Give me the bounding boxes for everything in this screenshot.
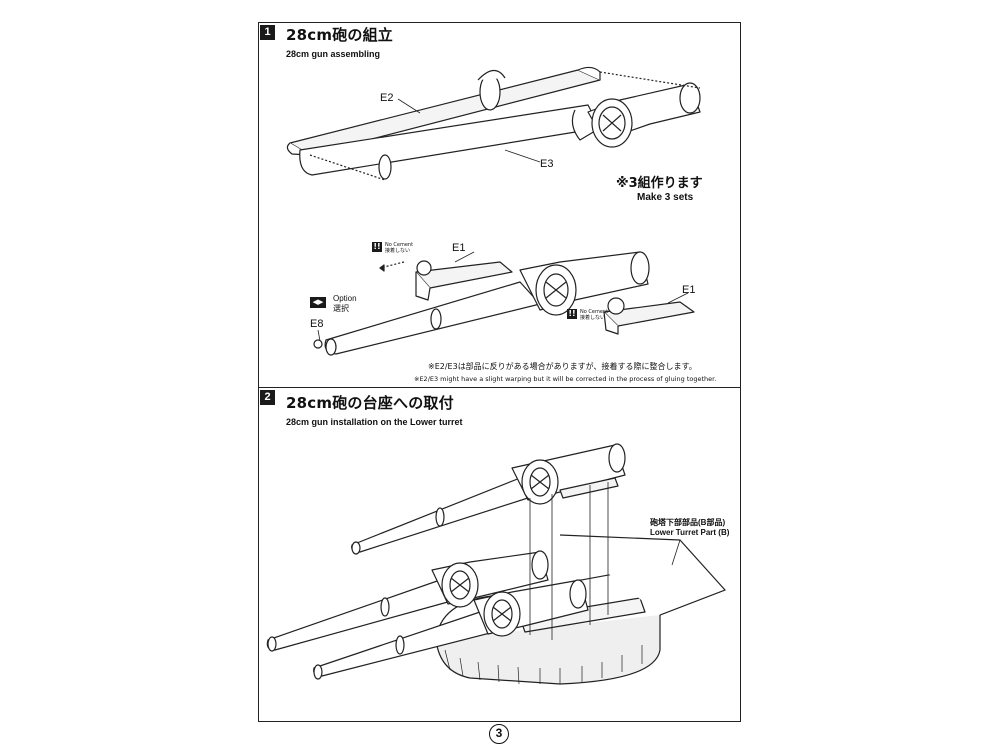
part-label-e2: E2 [380,92,394,104]
step-2-title: 28cm砲の台座への取付 [286,394,454,412]
step-1-number: 1 [260,25,275,40]
warning-icon: !! [372,242,382,252]
step-2-subtitle: 28cm gun installation on the Lower turre… [286,417,463,427]
step-2-number: 2 [260,390,275,405]
warning-icon: !! [567,309,577,319]
page-number: 3 [489,724,509,744]
option-icon: ◀▶ [310,297,326,308]
step-1-title: 28cm砲の組立 [286,26,393,44]
part-label-e8: E8 [310,318,324,330]
make-sets-jp: ※3組作ります [616,176,703,191]
instruction-frame [258,22,741,722]
warping-note-jp: ※E2/E3は部品に反りがある場合がありますが、接着する際に整合します。 [428,362,697,371]
step-divider [258,387,741,388]
make-sets-en: Make 3 sets [637,192,694,203]
step-1-subtitle: 28cm gun assembling [286,49,381,59]
lower-turret-part-label: 砲塔下部部品(B部品)Lower Turret Part (B) [650,518,730,537]
part-label-e1-right: E1 [682,284,696,296]
part-label-e3: E3 [540,158,554,170]
warping-note-en: ※E2/E3 might have a slight warping but i… [414,375,717,383]
part-label-e1-left: E1 [452,242,466,254]
